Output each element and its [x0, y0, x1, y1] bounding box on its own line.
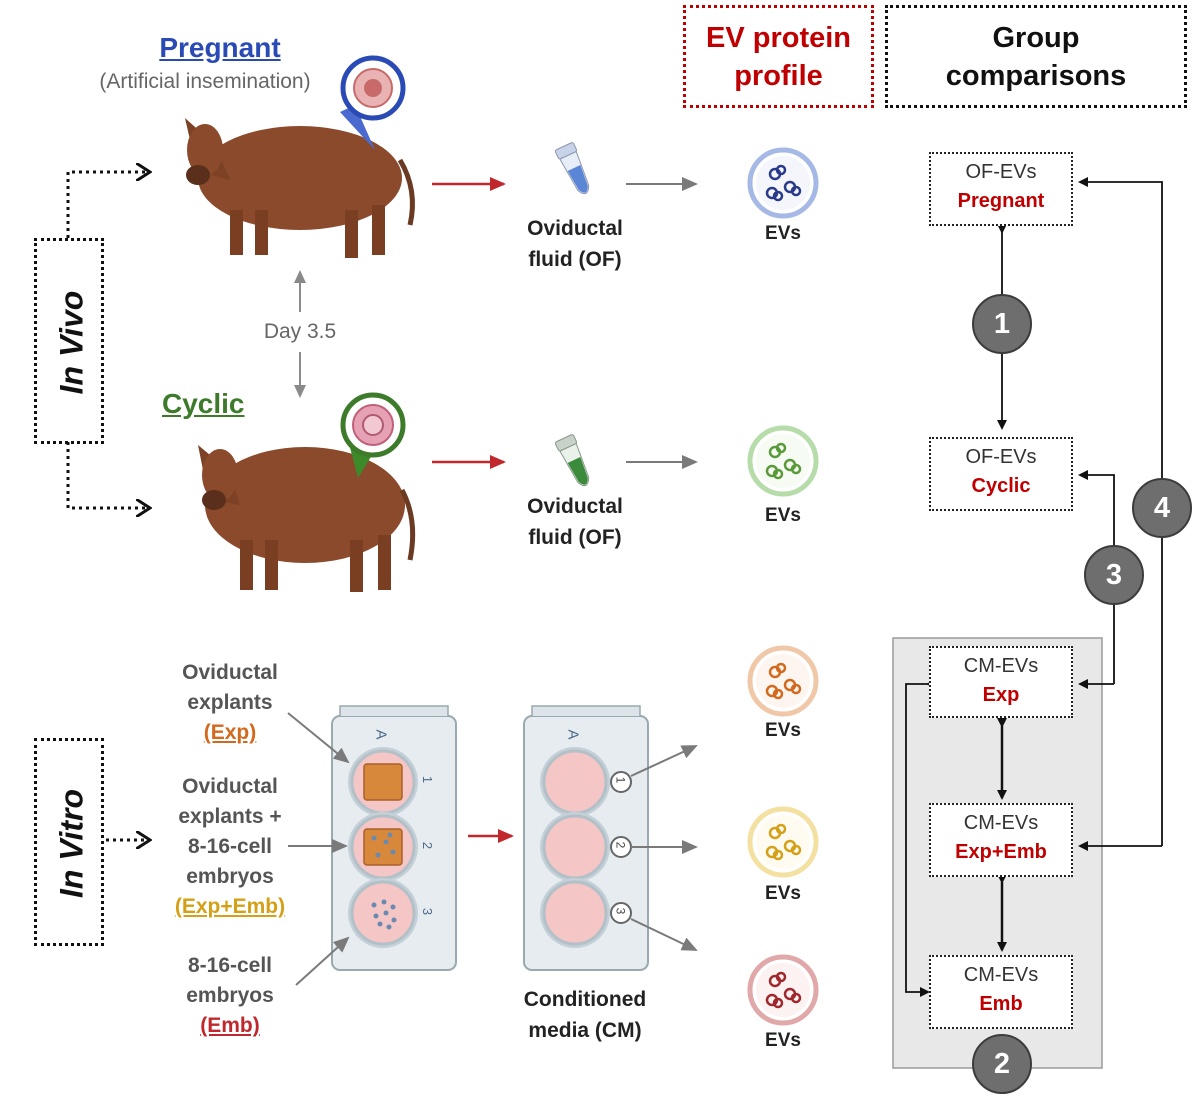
box-cm-evs-exp-emb-sub: Exp+Emb [955, 841, 1047, 863]
culture-plate-media [523, 705, 649, 971]
condition-exp-emb-line4: embryos [186, 865, 274, 888]
ev-exp-emb-icon [747, 806, 819, 878]
box-of-evs-pregnant-title: OF-EVs [965, 161, 1037, 183]
plate1-well-number-1: 1 [420, 775, 436, 784]
evs-label-cyclic: EVs [765, 505, 801, 526]
pregnant-embryo-marker [340, 55, 406, 150]
condition-emb-line2: embryos [186, 984, 274, 1007]
ev-profile-header-line1: EV protein [705, 21, 851, 54]
pregnant-note: (Artificial insemination) [99, 70, 311, 93]
in-vivo-label: In Vivo [53, 290, 90, 395]
condition-exp-emb: Oviductal explants + 8-16-cell embryos (… [160, 772, 300, 922]
box-of-evs-cyclic-title: OF-EVs [965, 446, 1037, 468]
box-cm-evs-emb-sub: Emb [979, 993, 1023, 1015]
box-cm-evs-exp-emb: CM-EVs Exp+Emb [929, 803, 1073, 877]
box-cm-evs-emb-title: CM-EVs [963, 964, 1039, 986]
oviductal-fluid-pregnant-line1: Oviductal [527, 217, 623, 240]
pregnant-label: Pregnant [159, 32, 281, 63]
condition-exp-line2: explants [187, 691, 273, 714]
in-vitro-box: In Vitro [34, 738, 104, 946]
oviductal-fluid-cyclic-line2: fluid (OF) [528, 526, 622, 549]
condition-emb: 8-16-cell embryos (Emb) [160, 951, 300, 1041]
box-cm-evs-exp: CM-EVs Exp [929, 646, 1073, 718]
condition-emb-code: (Emb) [200, 1014, 260, 1037]
ev-profile-header-line2: profile [734, 59, 823, 92]
oviductal-fluid-cyclic-line1: Oviductal [527, 495, 623, 518]
cow-pregnant-illustration [185, 118, 415, 258]
comparison-badge-2: 2 [972, 1034, 1032, 1094]
in-vivo-box: In Vivo [34, 238, 104, 444]
box-of-evs-cyclic: OF-EVs Cyclic [929, 437, 1073, 511]
condition-exp-emb-line1: Oviductal [182, 775, 278, 798]
condition-emb-line1: 8-16-cell [187, 954, 273, 977]
in-vivo-connector [66, 172, 150, 508]
plate1-letter: A [372, 729, 390, 740]
plate2-well-number-2: 2 [613, 841, 628, 849]
evs-label-pregnant: EVs [765, 223, 801, 244]
comparison-badge-3: 3 [1084, 545, 1144, 605]
condition-exp-emb-line3: 8-16-cell [187, 835, 273, 858]
oviductal-fluid-pregnant-line2: fluid (OF) [528, 248, 622, 271]
cyclic-marker [340, 392, 406, 478]
in-vitro-label: In Vitro [53, 788, 90, 899]
culture-plate-treated [331, 705, 457, 971]
box-cm-evs-exp-emb-title: CM-EVs [963, 812, 1039, 834]
well-to-ev-arrows [630, 745, 698, 951]
plate1-well-number-3: 3 [420, 907, 436, 916]
group-comparisons-header: Group comparisons [885, 5, 1187, 108]
comparison-badge-4: 4 [1132, 478, 1192, 538]
box-cm-evs-exp-title: CM-EVs [963, 655, 1039, 677]
plate2-well-number-1: 1 [613, 776, 628, 784]
evs-label-emb: EVs [765, 1030, 801, 1051]
box-of-evs-pregnant-sub: Pregnant [957, 190, 1045, 212]
day-arrow [294, 270, 306, 398]
ev-profile-header: EV protein profile [683, 5, 874, 108]
plate2-letter: A [564, 729, 582, 740]
oviductal-fluid-cyclic-label: Oviductal fluid (OF) [510, 491, 640, 553]
condition-exp: Oviductal explants (Exp) [160, 658, 300, 748]
conditioned-media-line1: Conditioned [523, 988, 647, 1011]
condition-exp-line1: Oviductal [182, 661, 278, 684]
evs-label-exp: EVs [765, 720, 801, 741]
evs-label-exp-emb: EVs [765, 883, 801, 904]
comparison-badge-1: 1 [972, 294, 1032, 354]
ev-cyclic-icon [747, 425, 819, 497]
conditioned-media-label: Conditioned media (CM) [495, 984, 675, 1046]
plate1-well-number-2: 2 [420, 841, 436, 850]
plate2-well-number-3: 3 [613, 907, 628, 915]
box-of-evs-pregnant: OF-EVs Pregnant [929, 152, 1073, 226]
ev-pregnant-icon [747, 147, 819, 219]
box-of-evs-cyclic-sub: Cyclic [971, 475, 1031, 497]
group-comparisons-header-line2: comparisons [945, 59, 1127, 92]
ev-exp-icon [747, 645, 819, 717]
day-label: Day 3.5 [263, 320, 337, 343]
tube-cyclic [554, 434, 590, 487]
box-cm-evs-emb: CM-EVs Emb [929, 955, 1073, 1029]
condition-exp-emb-code: (Exp+Emb) [174, 895, 286, 918]
oviductal-fluid-pregnant-label: Oviductal fluid (OF) [510, 213, 640, 275]
condition-exp-emb-line2: explants + [178, 805, 282, 828]
box-cm-evs-exp-sub: Exp [982, 684, 1020, 706]
well-pointers [287, 712, 350, 986]
cyclic-label: Cyclic [162, 388, 245, 419]
condition-exp-code: (Exp) [203, 721, 257, 744]
cow-cyclic-illustration [198, 445, 416, 592]
ev-emb-icon [747, 954, 819, 1026]
group-comparisons-header-line1: Group [992, 21, 1080, 54]
conditioned-media-line2: media (CM) [528, 1019, 642, 1042]
tube-pregnant [554, 142, 590, 195]
